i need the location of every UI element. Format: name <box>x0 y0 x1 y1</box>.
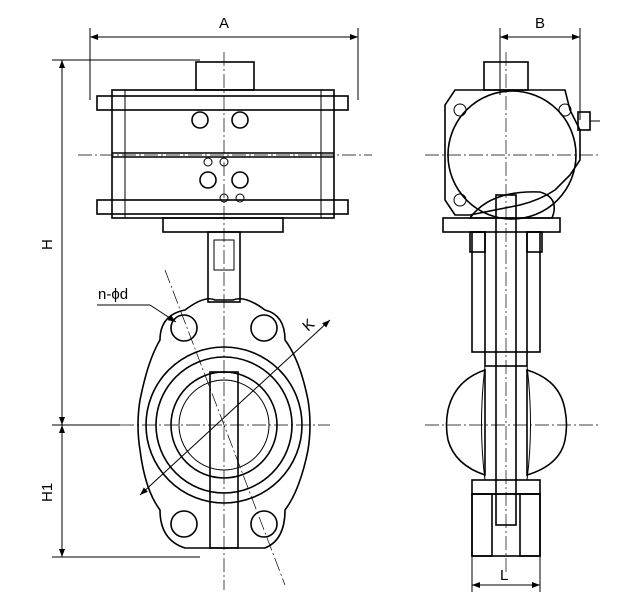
dim-l-label: L <box>500 567 508 584</box>
dim-b-label: B <box>535 15 545 32</box>
actuator-housing-side <box>444 89 581 216</box>
dim-h-label: H <box>39 239 56 250</box>
actuator-endcap-top <box>96 95 349 111</box>
actuator-endcap-bottom <box>96 199 349 215</box>
disc-right <box>526 368 568 477</box>
valve-body <box>137 297 311 549</box>
dim-bolt-holes-label: n-ϕd <box>98 286 128 303</box>
actuator-body <box>111 89 335 219</box>
actuator-gear-circle <box>447 90 577 220</box>
dim-k-label: K <box>299 316 318 335</box>
disc-left <box>445 368 486 477</box>
dim-k-line <box>139 319 331 496</box>
side-view: B <box>425 15 600 592</box>
front-view: A <box>39 15 372 590</box>
dim-h1-label: H1 <box>39 483 56 502</box>
dim-a-label: A <box>219 15 229 32</box>
actuator-boss <box>195 61 255 91</box>
mounting-plate <box>162 217 284 233</box>
side-flange-plate <box>442 217 561 233</box>
